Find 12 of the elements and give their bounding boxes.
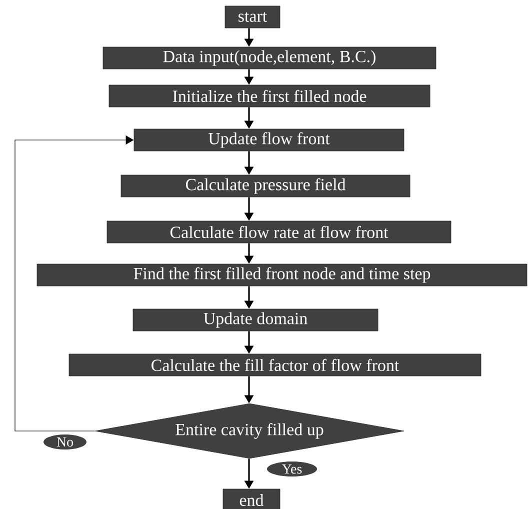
process-box: Calculate pressure field: [120, 174, 410, 198]
edge-label: No: [44, 434, 86, 450]
process-box: Update flow front: [134, 128, 404, 152]
process-box: Data input(node,element, B.C.): [102, 46, 436, 70]
process-box: Initialize the first filled node: [108, 84, 430, 108]
process-box: Find the first filled front node and time step: [36, 264, 528, 286]
terminal-box: end: [222, 488, 280, 509]
process-box: Calculate flow rate at flow front: [106, 220, 452, 244]
process-box: Calculate the fill factor of flow front: [68, 354, 482, 376]
terminal-box: start: [224, 6, 280, 28]
process-box: Update domain: [132, 308, 378, 332]
edge-label: Yes: [267, 462, 317, 476]
